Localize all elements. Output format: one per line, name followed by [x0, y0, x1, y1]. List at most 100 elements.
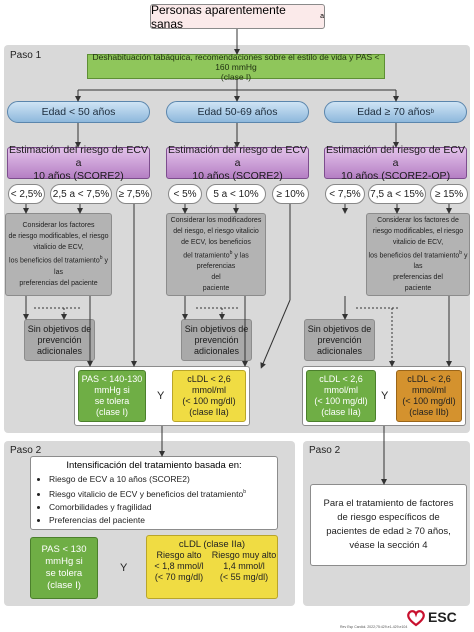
risk-col1-low-label: < 2,5% [10, 188, 43, 200]
target-right-ldl1-l3: (< 100 mg/dl) [314, 396, 368, 406]
target-ldl-l2: mmol/ml [192, 385, 226, 395]
target-right-ldl2-l4: (clase IIb) [409, 407, 449, 417]
target-right-ldl1-l2: mmol/ml [324, 385, 358, 395]
paso2-right-box: Para el tratamiento de factores de riesg… [310, 484, 467, 566]
age-70-sup: b [430, 109, 434, 115]
paso2-y: Y [120, 562, 128, 574]
consider-col3-l6: paciente [404, 285, 432, 293]
paso2-pas-l4: (clase I) [47, 580, 81, 591]
consider-col2: Considerar los modificadores del riesgo,… [166, 213, 266, 296]
target-right-ldl2-l3: (< 100 mg/dl) [402, 396, 456, 406]
paso2-left-label: Paso 2 [10, 445, 42, 456]
risk-col1-high: ≥ 7,5% [116, 184, 152, 204]
paso2-ldl-veryhigh-l3: (< 55 mg/dl) [219, 572, 269, 582]
intensification-item-2: Riesgo vitalicio de ECV y beneficios del… [49, 486, 271, 501]
consider-col3-l1: Considerar los factores de [377, 216, 459, 224]
intensification-heading: Intensificación del tratamiento basada e… [66, 460, 242, 471]
consider-col3-l2: riesgo modificables, el riesgo [372, 227, 464, 235]
target-right-ldl1-l1: cLDL < 2,6 [319, 374, 363, 384]
age-70-plus-label: Edad ≥ 70 años [357, 106, 431, 118]
top-title: Personas aparentemente sanas [151, 2, 286, 31]
paso1-label: Paso 1 [10, 50, 42, 61]
paso2-ldl-head: cLDL (clase IIa) [178, 539, 246, 550]
sin-col1-l1: Sin objetivos de [27, 323, 92, 334]
risk-col2-mid-label: 5 a < 10% [213, 188, 259, 200]
risk-col1-high-label: ≥ 7,5% [118, 188, 150, 200]
intensification-item-2-sup: b [243, 489, 246, 495]
intensification-item-4: Preferencias del paciente [49, 514, 271, 527]
consider-col1-l3: vitalicio de ECV, [33, 244, 84, 252]
consider-col1-l4b: y [102, 257, 108, 265]
target-right-ldl2-box: cLDL < 2,6 mmol/ml (< 100 mg/dl) (clase … [396, 370, 462, 422]
estimation-col3-line2: 10 años (SCORE2-OP) [340, 169, 451, 182]
sin-col3-l3: adicionales [316, 345, 363, 356]
consider-col2-l6: paciente [202, 285, 230, 293]
target-pas-l4: (clase I) [95, 407, 128, 417]
paso2-ldl-high-l2: < 1,8 mmol/l [154, 561, 204, 571]
sin-col1-l3: adicionales [36, 345, 83, 356]
target-right-ldl1-box: cLDL < 2,6 mmol/ml (< 100 mg/dl) (clase … [306, 370, 376, 422]
paso2-ldl-high: Riesgo alto < 1,8 mmol/l (< 70 mg/dl) [148, 550, 210, 583]
target-ldl-box: cLDL < 2,6 mmol/ml (< 100 mg/dl) (clase … [172, 370, 246, 422]
target-pas-l1: PAS < 140-130 [81, 374, 143, 384]
lifestyle-line-2: (clase I) [220, 71, 252, 82]
intensification-item-2-text: Riesgo vitalicio de ECV y beneficios del… [49, 488, 244, 499]
paso2-pas-l1: PAS < 130 [41, 544, 87, 555]
intensification-box: Intensificación del tratamiento basada e… [30, 456, 278, 530]
consider-col2-l3: de ECV, los beneficios [181, 238, 251, 246]
sin-col1: Sin objetivos de prevención adicionales [24, 319, 95, 361]
consider-col1-l5: las [54, 268, 63, 276]
target-right-ldl1-l4: (clase IIa) [321, 407, 361, 417]
lifestyle-line-1: Deshabituación tabáquica, recomendacione… [92, 51, 380, 72]
sin-col1-l2: prevención [37, 334, 82, 345]
paso2-right-l2: de riesgo específicos de [337, 512, 440, 523]
consider-col3: Considerar los factores de riesgo modifi… [366, 213, 470, 296]
risk-col3-mid: 7,5 a < 15% [368, 184, 426, 204]
risk-col3-high-label: ≥ 15% [434, 188, 464, 200]
targets-right-y: Y [381, 390, 389, 402]
paso2-ldl-veryhigh: Riesgo muy alto 1,4 mmol/l (< 55 mg/dl) [211, 550, 277, 583]
target-right-ldl2-l2: mmol/ml [412, 385, 446, 395]
consider-col3-l4: los beneficios del tratamiento [368, 252, 460, 260]
sin-col2-l3: adicionales [193, 345, 240, 356]
sin-col3-l1: Sin objetivos de [307, 323, 372, 334]
intensification-item-3: Comorbilidades y fragilidad [49, 501, 271, 514]
consider-col2-l4: del tratamiento [183, 252, 230, 260]
consider-col3-l5: preferencias del [393, 274, 443, 282]
consider-col1-l6: preferencias del paciente [19, 279, 98, 287]
age-50-69-label: Edad 50-69 años [197, 106, 278, 118]
top-title-sup: a [320, 13, 324, 20]
consider-col2-l2: del riesgo, el riesgo vitalicio [173, 227, 259, 235]
risk-col1-mid: 2,5 a < 7,5% [50, 184, 112, 204]
consider-col1-l2: de riesgo modificables, el riesgo [8, 233, 109, 241]
risk-col1-mid-label: 2,5 a < 7,5% [52, 188, 110, 200]
risk-col2-high-label: ≥ 10% [276, 188, 305, 200]
paso2-pas-l2: mmHg si [45, 556, 83, 567]
estimation-col3: Estimación del riesgo de ECV a 10 años (… [324, 144, 467, 182]
sin-col3: Sin objetivos de prevención adicionales [304, 319, 375, 361]
intensification-item-1: Riesgo de ECV a 10 años (SCORE2) [49, 473, 271, 486]
esc-heart-icon [407, 610, 425, 627]
consider-col2-l1: Considerar los modificadores [170, 216, 262, 224]
arrow-c2-high [260, 299, 291, 369]
target-ldl-l1: cLDL < 2,6 [187, 374, 231, 384]
sin-col2-l1: Sin objetivos de [184, 323, 249, 334]
consider-col1-l1: Considerar los factores [22, 222, 95, 230]
paso2-right-l4: véase la sección 4 [349, 540, 428, 551]
target-pas-box: PAS < 140-130 mmHg si se tolera (clase I… [78, 370, 146, 422]
consider-col2-sup: b [229, 249, 233, 256]
estimation-col1: Estimación del riesgo de ECV a 10 años (… [7, 144, 150, 182]
esc-logo: ESC [406, 608, 470, 630]
targets-left-y: Y [157, 390, 165, 402]
top-title-box: Personas aparentemente sanas a [150, 2, 325, 31]
risk-col3-high: ≥ 15% [430, 184, 468, 204]
consider-col3-l3: vitalicio de ECV, [392, 238, 444, 246]
risk-col1-low: < 2,5% [8, 184, 45, 204]
estimation-col2: Estimación del riesgo de ECV a 10 años (… [166, 144, 309, 182]
risk-col3-mid-label: 7,5 a < 15% [370, 188, 424, 200]
target-ldl-l4: (clase IIa) [189, 407, 229, 417]
target-right-ldl2-l1: cLDL < 2,6 [407, 374, 451, 384]
sin-col2-l2: prevención [194, 334, 239, 345]
target-pas-l3: se tolera [94, 396, 130, 406]
